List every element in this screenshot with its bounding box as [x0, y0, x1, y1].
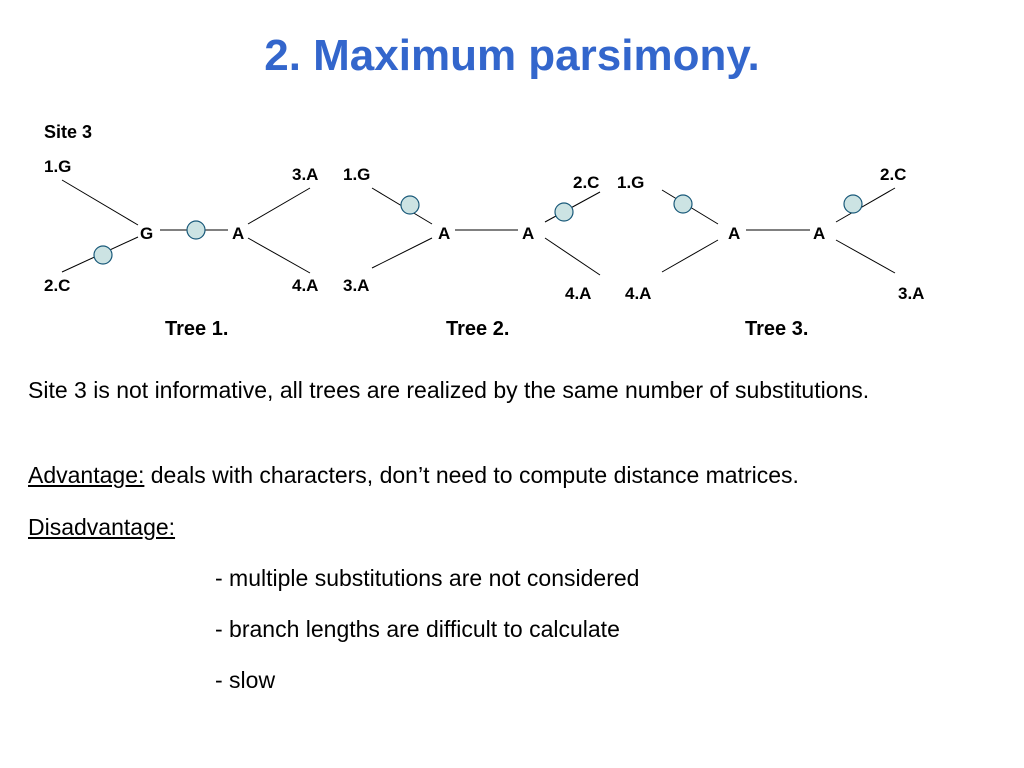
tree-1-substitution-marker-internal [186, 220, 206, 240]
tree-1-substitution-marker-leaf2 [93, 245, 113, 265]
tree-1-leaf-2: 2.C [44, 276, 70, 295]
tree-2-edge-leaf2 [544, 191, 601, 223]
tree-2-substitution-marker-leaf1 [400, 195, 420, 215]
tree-3-leaf-2: 2.C [880, 165, 906, 184]
disadvantage-item: - multiple substitutions are not conside… [215, 565, 640, 591]
tree-3-substitution-marker-leaf2 [843, 194, 863, 214]
tree-3-node-left: A [728, 224, 740, 243]
tree-3: 1.G 4.A 2.C 3.A A A [617, 165, 924, 303]
advantage-text: deals with characters, don’t need to com… [144, 462, 799, 488]
tree-1-edge-leaf1 [61, 179, 139, 226]
tree-2-edge-leaf3 [371, 237, 433, 269]
site-label: Site 3 [44, 122, 93, 142]
advantage-line: Advantage: deals with characters, don’t … [28, 459, 1008, 491]
tree-1-edge-leaf4 [247, 237, 311, 274]
tree-1: 1.G 2.C 3.A 4.A G A [44, 157, 318, 295]
tree-2-node-right: A [522, 224, 534, 243]
tree-3-leaf-4: 4.A [625, 284, 651, 303]
tree-1-caption: Tree 1. [165, 318, 229, 340]
tree-1-leaf-4: 4.A [292, 276, 318, 295]
disadvantage-item: - slow [215, 667, 276, 693]
tree-1-edge-leaf3 [247, 187, 311, 225]
tree-3-edge-leaf3 [835, 239, 896, 274]
tree-2-node-left: A [438, 224, 450, 243]
tree-3-leaf-1: 1.G [617, 173, 644, 192]
advantage-label: Advantage: [28, 462, 145, 488]
tree-2: 1.G 3.A 2.C 4.A A A [343, 165, 601, 303]
disadvantage-label: Disadvantage: [28, 511, 175, 543]
disadvantage-label-text: Disadvantage: [28, 514, 176, 540]
tree-3-caption: Tree 3. [745, 318, 809, 340]
tree-3-edge-leaf4 [661, 239, 719, 273]
slide-title: 2. Maximum parsimony. [264, 31, 760, 80]
tree-3-leaf-3: 3.A [898, 284, 924, 303]
tree-3-edge-leaf2 [835, 187, 896, 223]
tree-2-leaf-3: 3.A [343, 276, 369, 295]
tree-1-leaf-1: 1.G [44, 157, 71, 176]
tree-2-substitution-marker-leaf2 [554, 202, 574, 222]
parsimony-trees-diagram: 1.G 2.C 3.A 4.A G A 1.G 3.A 2.C 4.A A A … [44, 157, 924, 303]
tree-1-node-right: A [232, 224, 244, 243]
tree-2-caption: Tree 2. [446, 318, 510, 340]
tree-1-leaf-3: 3.A [292, 165, 318, 184]
tree-3-substitution-marker-leaf1 [673, 194, 693, 214]
tree-1-node-left: G [140, 224, 153, 243]
tree-2-leaf-2: 2.C [573, 173, 599, 192]
tree-2-edge-leaf4 [544, 237, 601, 276]
disadvantage-item: - branch lengths are difficult to calcul… [215, 616, 620, 642]
tree-2-leaf-4: 4.A [565, 284, 591, 303]
informativeness-statement: Site 3 is not informative, all trees are… [28, 377, 870, 403]
tree-3-node-right: A [813, 224, 825, 243]
tree-2-leaf-1: 1.G [343, 165, 370, 184]
